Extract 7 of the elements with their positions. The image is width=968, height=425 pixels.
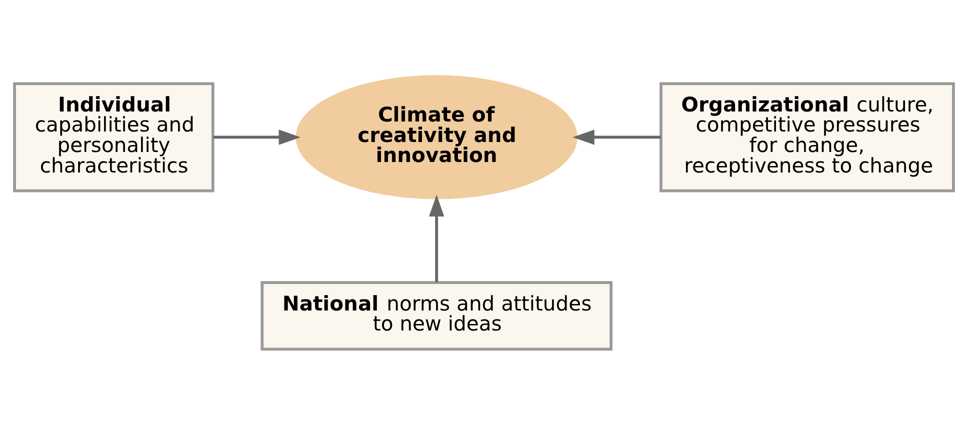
node-ellipse: Climate of creativity and innovation [296, 75, 578, 200]
arrow [213, 130, 301, 145]
node-box: Individual capabilities and personality characteristics [13, 82, 214, 192]
node-box: National norms and attitudes to new ideas [260, 281, 612, 351]
arrow [428, 194, 444, 282]
node-box: Organizational culture, competitive pressures for change, receptiveness to change [660, 82, 955, 192]
arrow [572, 130, 661, 145]
